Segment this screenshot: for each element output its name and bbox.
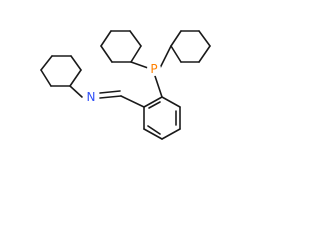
phosphine-bonds	[130, 45, 172, 98]
cyclohexyl-ring-left	[100, 30, 142, 63]
atom-label-nitrogen: N	[84, 90, 98, 104]
svg-text:P: P	[150, 62, 157, 76]
chemical-structure: P N	[40, 30, 211, 140]
structure-canvas: P N	[40, 30, 211, 140]
cyclohexyl-ring-nitrogen	[40, 55, 83, 98]
atom-label-phosphorus: P	[147, 62, 161, 76]
cyclohexyl-ring-right	[170, 30, 211, 63]
benzene-ring	[143, 96, 181, 140]
svg-text:N: N	[87, 90, 96, 104]
imine-linkage	[99, 90, 145, 108]
